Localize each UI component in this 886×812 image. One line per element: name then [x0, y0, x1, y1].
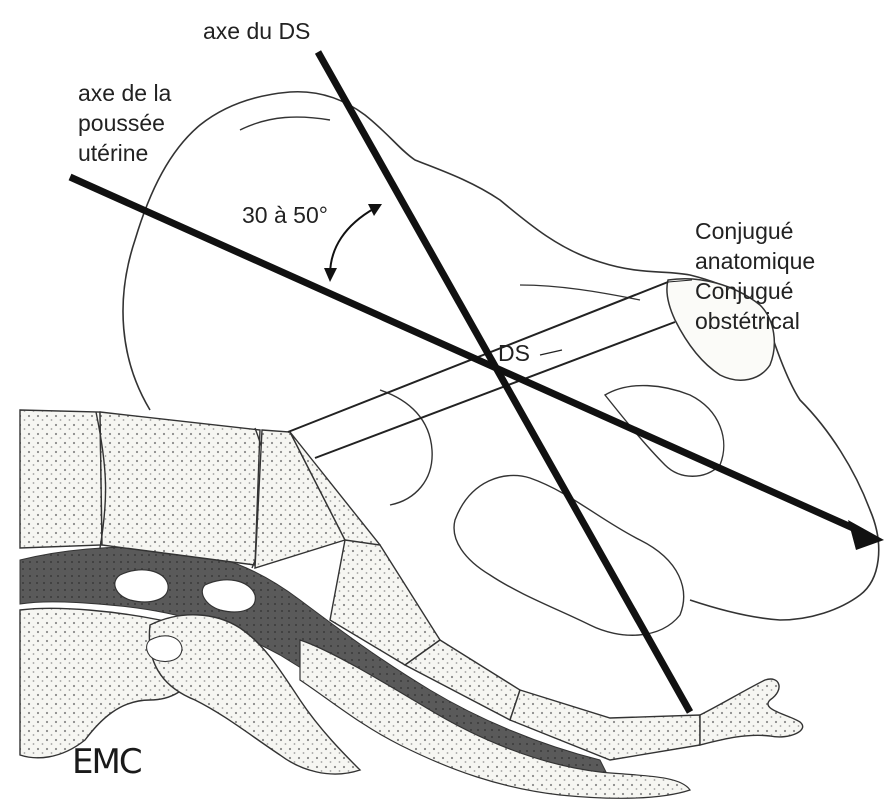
conjugate-label-line3: Conjugué	[695, 278, 793, 304]
conjugate-label-line2: anatomique	[695, 248, 815, 274]
uterine-axis-label-line3: utérine	[78, 140, 148, 166]
vertebra-l4	[20, 410, 102, 548]
axe-du-ds-label: axe du DS	[203, 18, 310, 44]
emc-logo: EMC	[72, 742, 141, 782]
uterine-axis-label-line1: axe de la	[78, 80, 171, 106]
uterus-inner-curve	[240, 117, 330, 130]
conjugate-obstetrical-line	[315, 322, 675, 458]
vertebra-l5	[100, 412, 260, 565]
ds-label: DS	[498, 340, 530, 366]
angle-label: 30 à 50°	[242, 202, 328, 228]
ds-leader	[540, 350, 562, 355]
uterine-axis-label-line2: poussée	[78, 110, 165, 136]
uterus-inner-line	[520, 285, 640, 300]
promontory-outline	[380, 390, 432, 505]
angle-arrow-bottom	[324, 268, 337, 282]
conjugate-label-line4: obstétrical	[695, 308, 800, 334]
angle-arc	[330, 208, 375, 275]
foramen-1	[115, 570, 168, 602]
foramen-3	[147, 636, 182, 662]
conjugate-label-line1: Conjugué	[695, 218, 793, 244]
coccyx-tip	[700, 679, 803, 745]
